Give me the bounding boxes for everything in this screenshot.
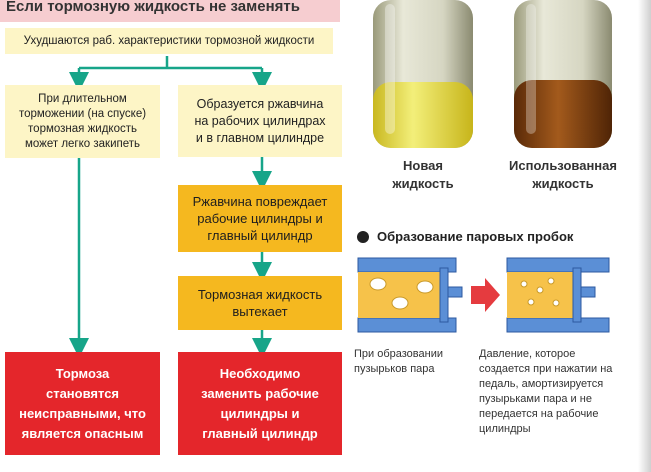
mid-box-rust-damages: Ржавчина повреждает рабочие цилиндры и г… (178, 185, 342, 252)
new-fluid-jar (373, 0, 473, 148)
cylinder-compressed (506, 257, 610, 333)
used-fluid-label: Использованная жидкость (509, 158, 617, 191)
result-right-replace: Необходимо заменить рабочие цилиндры и г… (178, 352, 342, 455)
new-fluid-label: Новая жидкость (392, 158, 454, 191)
section-header: Если тормозную жидкость не заменять (0, 0, 340, 22)
used-fluid-jar (514, 0, 612, 148)
page-edge-shadow (638, 0, 651, 472)
red-arrow-icon (471, 278, 500, 312)
vapor-caption-left: При образовании пузырьков пара (354, 348, 443, 375)
cylinder-with-bubbles (357, 257, 463, 333)
mid-box-rust-forms: Образуется ржавчина на рабочих цилиндрах… (178, 85, 342, 157)
mid-box-fluid-leaks: Тормозная жидкость вытекает (178, 276, 342, 330)
left-box: При длительном торможении (на спуске) то… (5, 85, 160, 158)
result-left-danger: Тормоза становятся неисправными, что явл… (5, 352, 160, 455)
bullet-icon (357, 231, 369, 243)
top-box: Ухудшаются раб. характеристики тормозной… (5, 28, 333, 54)
vapor-lock-heading: Образование паровых пробок (377, 229, 574, 244)
vapor-caption-right: Давление, которое создается при нажатии … (479, 348, 613, 435)
